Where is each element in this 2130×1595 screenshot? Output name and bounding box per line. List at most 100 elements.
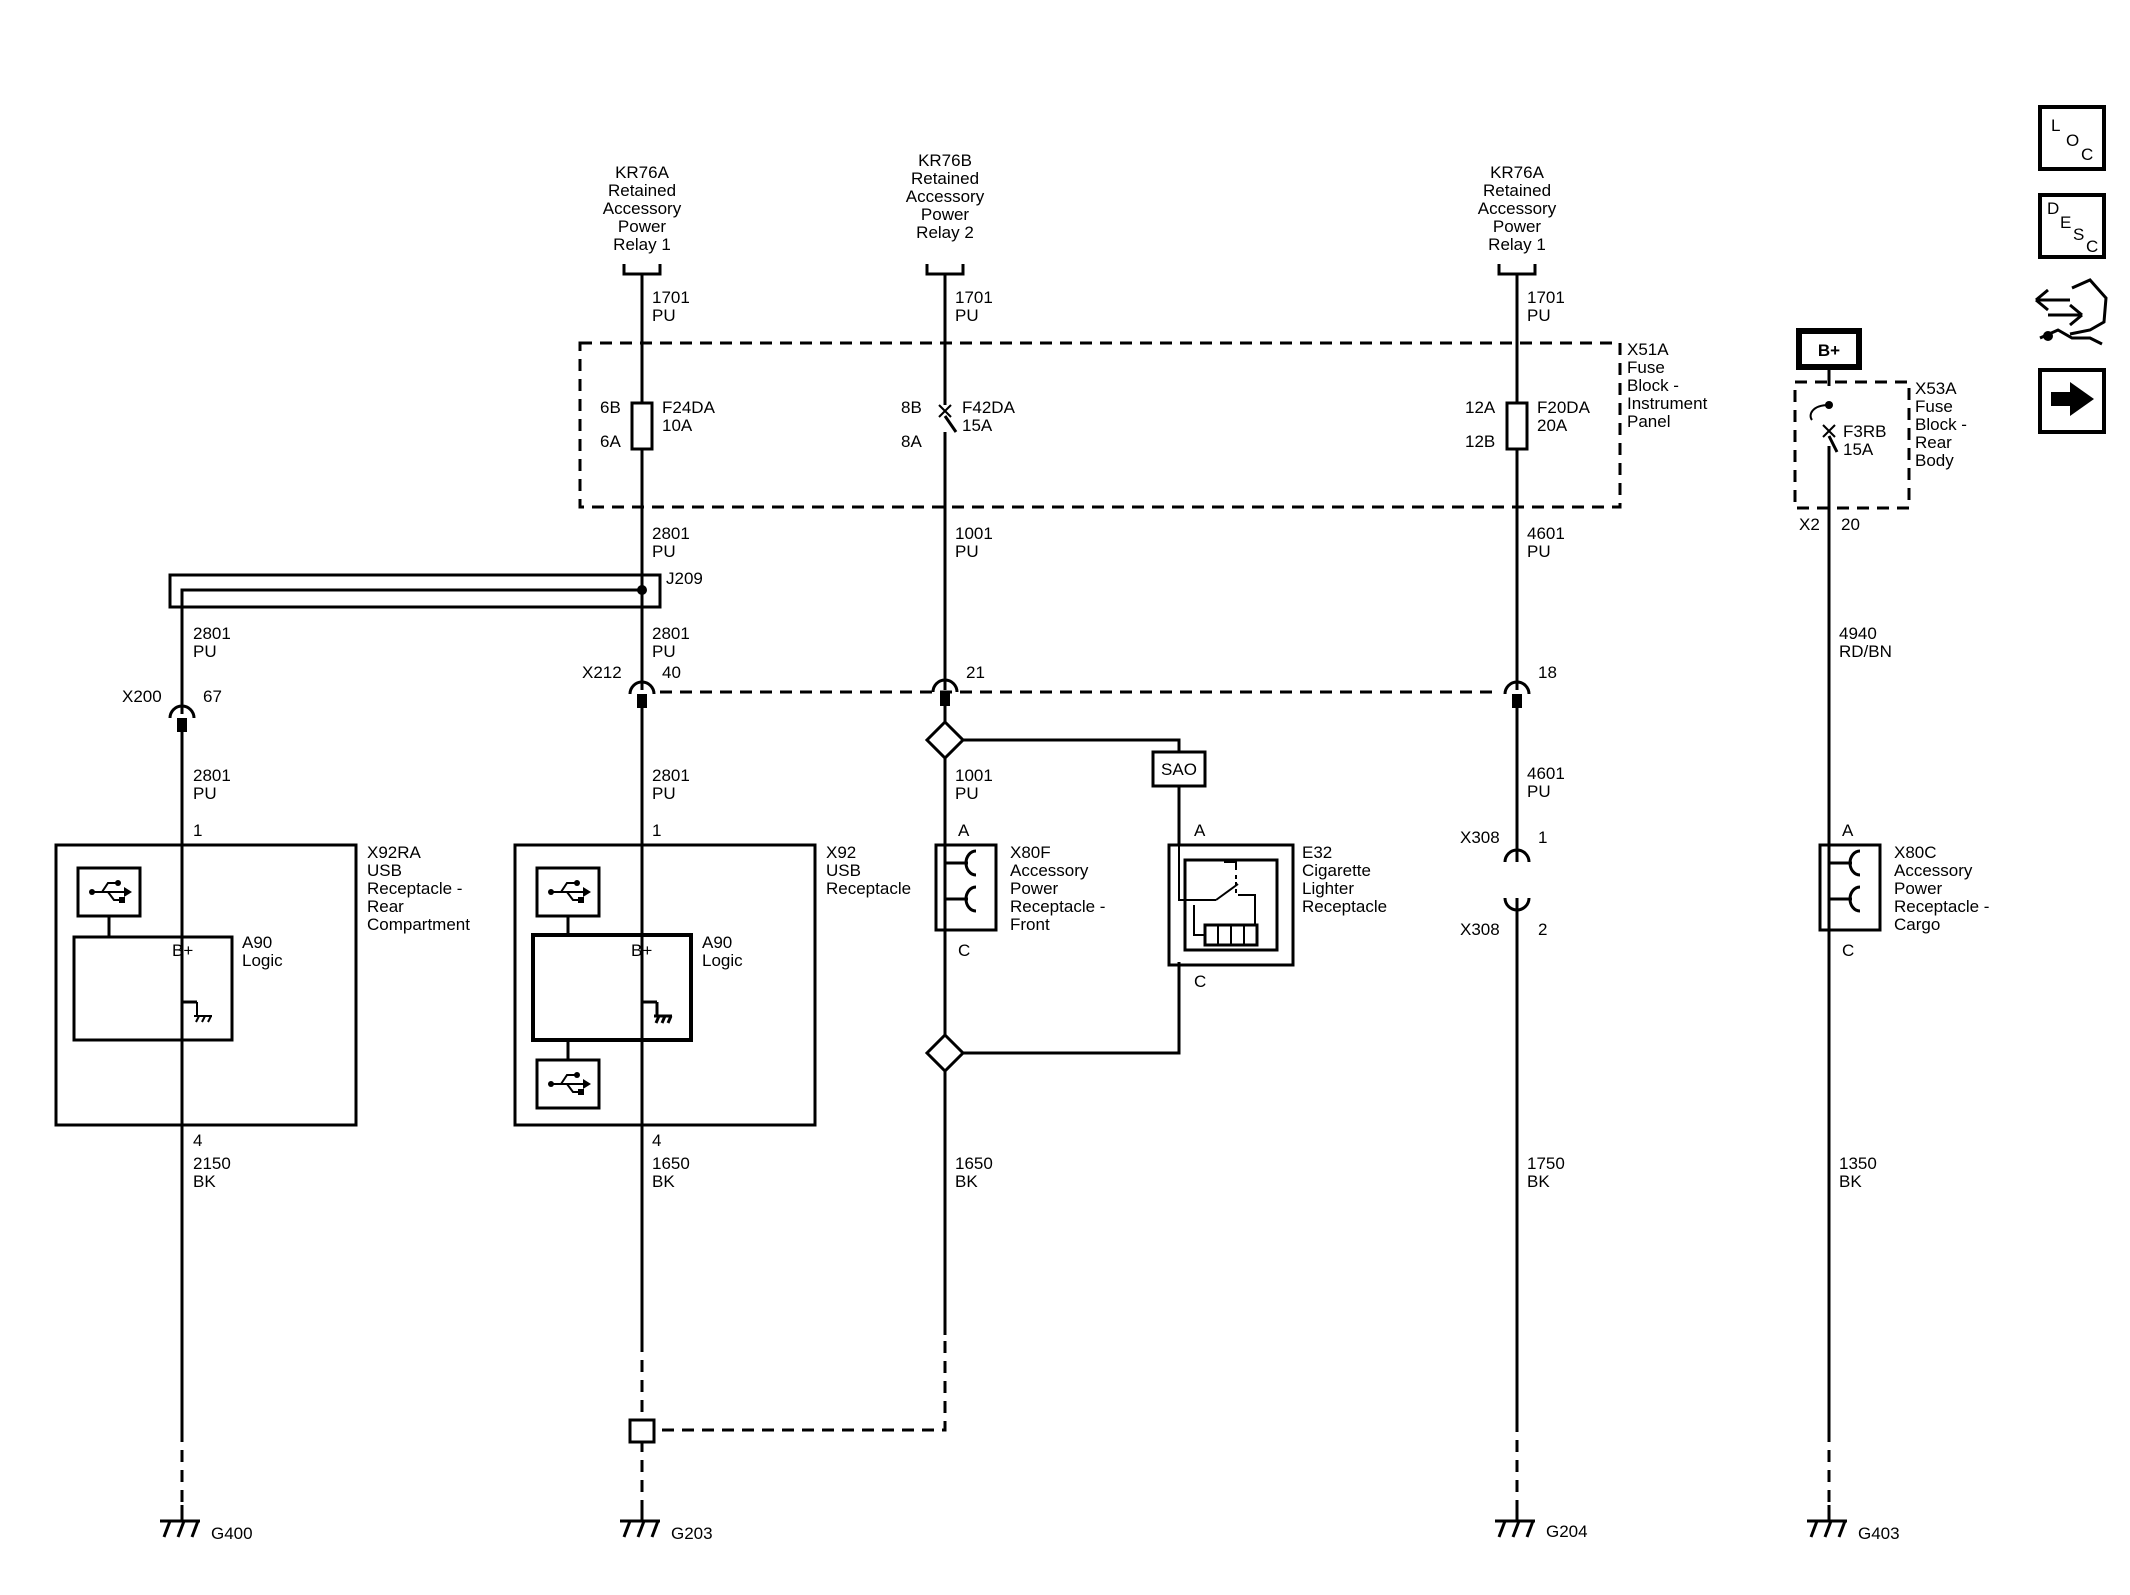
fuse-block-label-line: Panel	[1627, 412, 1670, 431]
relay-label-line: KR76A	[615, 163, 670, 182]
connector-label: X2	[1799, 515, 1820, 534]
relay-terminals	[622, 264, 1537, 276]
fuse-pin-label: 6B	[600, 398, 621, 417]
wire-label: 2150	[193, 1154, 231, 1173]
fuse-block-label-line: X53A	[1915, 379, 1957, 398]
relay-label-line: Power	[921, 205, 970, 224]
fuse-block-label-line: X51A	[1627, 340, 1669, 359]
component-label-line: X80F	[1010, 843, 1051, 862]
ground-g203: G203	[618, 1519, 713, 1543]
component-label-line: Accessory	[1894, 861, 1973, 880]
relay-kr76a-right: KR76A Retained Accessory Power Relay 1	[1478, 163, 1557, 254]
wire-label: 4601	[1527, 524, 1565, 543]
connector-pin: 21	[966, 663, 985, 682]
wire-label: 2801	[652, 524, 690, 543]
wire-label: 1650	[955, 1154, 993, 1173]
relay-label-line: Retained	[608, 181, 676, 200]
component-label-line: X80C	[1894, 843, 1937, 862]
component-pin: A	[958, 821, 970, 840]
loc-letter: C	[2081, 145, 2093, 164]
component-label-line: Cigarette	[1302, 861, 1371, 880]
loc-button[interactable]: L O C	[2038, 105, 2106, 171]
fuse-f24da: 6B 6A F24DA 10A	[600, 398, 716, 451]
connector-end-view-icon[interactable]	[2035, 278, 2108, 346]
wire-label: 2801	[193, 766, 231, 785]
wire-label: 1650	[652, 1154, 690, 1173]
ground-g204: G204	[1493, 1519, 1588, 1541]
connector-pin: 1	[1538, 828, 1547, 847]
component-label-line: Receptacle	[826, 879, 911, 898]
component-label-line: Receptacle -	[1894, 897, 1989, 916]
desc-letter: E	[2060, 213, 2071, 232]
wire-label: PU	[1527, 542, 1551, 561]
wire-label: BK	[652, 1172, 675, 1191]
fuse-block-label-line: Fuse	[1915, 397, 1953, 416]
wire-label: PU	[955, 784, 979, 803]
loc-letter: L	[2051, 116, 2060, 135]
wire-label: PU	[193, 784, 217, 803]
relay-label-line: Power	[618, 217, 667, 236]
fuse-pin-label: 12B	[1465, 432, 1495, 451]
component-label-line: X92	[826, 843, 856, 862]
connector-x200: X200 67	[122, 687, 222, 732]
component-pin: C	[1842, 941, 1854, 960]
wire-label: 1701	[652, 288, 690, 307]
component-label-line: E32	[1302, 843, 1332, 862]
fuse-pin-label: 12A	[1465, 398, 1496, 417]
component-pin: 4	[652, 1131, 661, 1150]
connector-pin: 40	[662, 663, 681, 682]
b-plus-label: B+	[631, 941, 652, 960]
ground-label: G400	[211, 1524, 253, 1543]
fuse-f20da: 12A 12B F20DA 20A	[1465, 398, 1591, 451]
logic-label: Logic	[702, 951, 743, 970]
fuse-block-x53a-label: X53A Fuse Block - Rear Body	[1915, 379, 1967, 470]
desc-letter: S	[2073, 225, 2084, 244]
desc-letter: C	[2086, 237, 2098, 256]
connector-label: X212	[582, 663, 622, 682]
logic-label: A90	[242, 933, 272, 952]
wire-label: PU	[652, 642, 676, 661]
component-label-line: X92RA	[367, 843, 422, 862]
fuse-rating: 15A	[962, 416, 993, 435]
connector-pin: 67	[203, 687, 222, 706]
component-label-line: Rear	[367, 897, 404, 916]
sao-label: SAO	[1161, 760, 1197, 779]
component-pin: 4	[193, 1131, 202, 1150]
component-label-line: Compartment	[367, 915, 470, 934]
component-label-line: Receptacle -	[1010, 897, 1105, 916]
ground-label: G204	[1546, 1522, 1588, 1541]
wire-label: 1350	[1839, 1154, 1877, 1173]
component-label-line: Receptacle -	[367, 879, 462, 898]
fuse-rating: 20A	[1537, 416, 1568, 435]
relay-label-line: Power	[1493, 217, 1542, 236]
relay-kr76b-middle: KR76B Retained Accessory Power Relay 2	[906, 151, 985, 242]
wire-label: 1701	[1527, 288, 1565, 307]
component-pin: C	[958, 941, 970, 960]
component-pin: C	[1194, 972, 1206, 991]
fuse-block-label-line: Instrument	[1627, 394, 1708, 413]
component-label-line: Power	[1010, 879, 1059, 898]
wire-label: PU	[652, 306, 676, 325]
ground-g400: G400	[158, 1519, 253, 1543]
desc-button[interactable]: D E S C	[2038, 193, 2106, 259]
splice-j209: J209	[168, 569, 703, 690]
b-plus-label: B+	[1818, 341, 1840, 360]
wire-label: 2801	[652, 624, 690, 643]
connector-x308: X308 1 X308 2	[1460, 828, 1547, 939]
logic-label: Logic	[242, 951, 283, 970]
component-label-line: Lighter	[1302, 879, 1354, 898]
fuse-pin-label: 8B	[901, 398, 922, 417]
connector-label: X308	[1460, 828, 1500, 847]
component-pin: A	[1194, 821, 1206, 840]
component-x92: B+ 1 4 A90 Logic X92 USB Receptacle	[513, 821, 911, 1150]
component-pin: A	[1842, 821, 1854, 840]
next-arrow-button[interactable]	[2038, 368, 2106, 434]
wire-labels: 1701 PU 1701 PU 1701 PU 2801 PU 1001 PU …	[193, 288, 1892, 1191]
relay-label-line: Relay 2	[916, 223, 974, 242]
fuse-f3rb: F3RB 15A	[1809, 401, 1886, 459]
power-b-plus: B+	[1796, 328, 1862, 370]
component-label-line: Power	[1894, 879, 1943, 898]
connector-pin: 18	[1538, 663, 1557, 682]
fuse-f42da: 8B 8A F42DA 15A	[901, 398, 1016, 451]
